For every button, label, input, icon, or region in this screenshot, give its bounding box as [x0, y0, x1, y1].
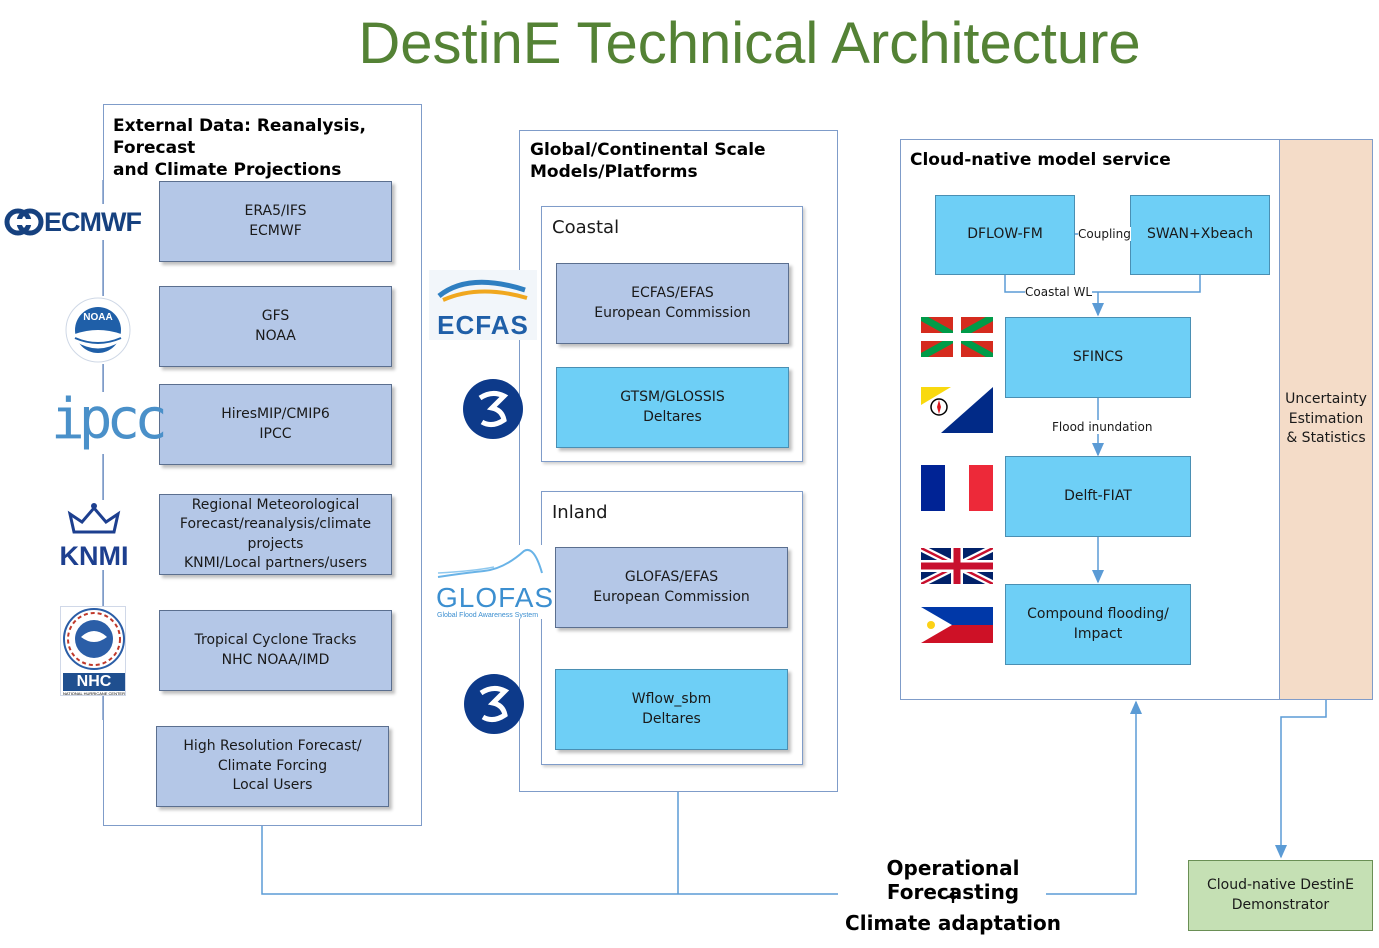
deltares-logo-inland — [463, 673, 525, 735]
cloud-model-panel: Cloud-native model service — [900, 139, 1280, 700]
sfincs-box: SFINCS — [1005, 317, 1191, 398]
glofas-logo: GLOFAS Global Flood Awareness System — [434, 545, 555, 619]
philippines-flag-icon — [921, 607, 993, 643]
regional-meteo-box: Regional Meteorological Forecast/reanaly… — [159, 494, 392, 575]
coastal-wl-label: Coastal WL — [1025, 285, 1093, 299]
france-flag-icon — [921, 465, 993, 511]
ecmwf-mark-icon — [4, 208, 44, 236]
ipcc-logo: ipcc — [51, 387, 168, 454]
tropical-cyclone-box: Tropical Cyclone Tracks NHC NOAA/IMD — [159, 610, 392, 691]
flood-inundation-label: Flood inundation — [1052, 420, 1153, 434]
glofas-logo-text: GLOFAS — [436, 582, 555, 613]
nhc-logo-subtext: NATIONAL HURRICANE CENTER — [62, 691, 125, 696]
noaa-logo: NOAA — [64, 296, 132, 364]
delft-fiat-box: Delft-FIAT — [1005, 456, 1191, 537]
hiresmip-box: HiresMIP/CMIP6 IPCC — [159, 384, 392, 465]
knmi-logo: KNMI — [52, 500, 136, 571]
glofas-box: GLOFAS/EFAS European Commission — [555, 547, 788, 628]
deltares-logo-coastal — [462, 378, 524, 440]
external-data-panel: External Data: Reanalysis, Forecast and … — [103, 104, 422, 826]
basque-flag-icon — [921, 317, 993, 357]
gfs-box: GFS NOAA — [159, 286, 392, 367]
nhc-logo-text: NHC — [63, 673, 125, 691]
uk-flag-icon — [921, 548, 993, 584]
global-models-title: Global/Continental Scale Models/Platform… — [530, 140, 766, 182]
wflow-box: Wflow_sbm Deltares — [555, 669, 788, 750]
noaa-logo-text: NOAA — [83, 312, 113, 323]
ecfas-logo: ECFAS — [429, 270, 537, 340]
inland-label: Inland — [552, 502, 608, 523]
bonaire-flag-icon — [921, 387, 993, 433]
gtsm-box: GTSM/GLOSSIS Deltares — [556, 367, 789, 448]
ecfas-box: ECFAS/EFAS European Commission — [556, 263, 789, 344]
cloud-model-title: Cloud-native model service — [910, 150, 1171, 170]
operational-forecasting-label: Operational Forecasting — [886, 856, 1020, 904]
external-data-title: External Data: Reanalysis, Forecast and … — [113, 116, 366, 180]
knmi-logo-text: KNMI — [59, 541, 129, 571]
coupling-label: Coupling — [1078, 227, 1131, 241]
page-title: DestinE Technical Architecture — [358, 11, 1141, 76]
dflow-fm-box: DFLOW-FM — [935, 195, 1075, 275]
ecmwf-logo-text: ECMWF — [44, 206, 142, 237]
compound-flooding-box: Compound flooding/ Impact — [1005, 584, 1191, 665]
destine-demonstrator-box: Cloud-native DestinE Demonstrator — [1188, 860, 1373, 931]
nhc-logo: NATIONAL WEATHER SERVICE NHC NATIONAL HU… — [60, 606, 126, 696]
plus-label: + — [944, 884, 962, 908]
glofas-logo-subtext: Global Flood Awareness System — [437, 612, 539, 619]
high-res-forecast-box: High Resolution Forecast/ Climate Forcin… — [156, 726, 389, 807]
ecfas-logo-text: ECFAS — [437, 310, 529, 340]
swan-xbeach-box: SWAN+Xbeach — [1130, 195, 1270, 275]
nhc-ring-text: NATIONAL WEATHER SERVICE — [61, 607, 62, 608]
climate-adaptation-label: Climate adaptation — [845, 911, 1061, 935]
era5-box: ERA5/IFS ECMWF — [159, 181, 392, 262]
coastal-label: Coastal — [552, 217, 620, 238]
uncertainty-box: Uncertainty Estimation & Statistics — [1279, 139, 1373, 700]
ecmwf-logo: ECMWF — [4, 204, 154, 240]
crown-icon — [67, 503, 121, 534]
